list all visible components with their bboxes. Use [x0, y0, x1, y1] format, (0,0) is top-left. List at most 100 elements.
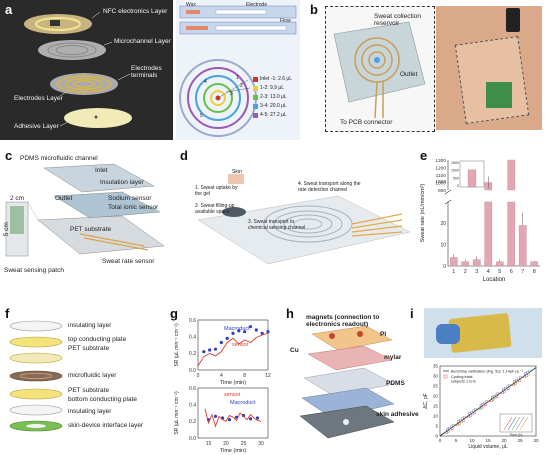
i-trial-marker: [467, 415, 470, 418]
e-bar: [472, 259, 481, 267]
i-trial-marker: [505, 388, 508, 392]
g-macroduct-point: [248, 325, 253, 329]
e-category-label: 1: [452, 269, 455, 275]
g-frame: [197, 387, 269, 439]
pi-label: PI: [380, 331, 387, 338]
sweat-sensing-patch-label: Sweat sensing patch: [4, 267, 64, 274]
g-frame: [197, 319, 269, 371]
e-category-label: 3: [475, 269, 478, 275]
g-ytick-label: 0.0: [189, 368, 196, 374]
adhesive-layer-label: Adhesive Layer: [14, 123, 59, 130]
g-xtick-label: 8: [243, 373, 246, 379]
g-macroduct-point: [227, 418, 232, 422]
i-trial-marker: [512, 383, 515, 386]
i-trial-marker: [484, 403, 487, 406]
i-xtick-label: 0: [439, 438, 442, 443]
e-upper-tick-label: 900: [438, 188, 446, 194]
marker-2: 2: [240, 83, 243, 89]
g-macroduct-point: [237, 329, 241, 333]
i-xlabel: Liquid volume, μL: [468, 444, 508, 450]
marker-4: 4: [204, 79, 207, 85]
i-trial-marker: [462, 419, 465, 422]
i-ytick-label: 20: [433, 394, 439, 399]
panel-label-d: d: [180, 148, 188, 163]
legend-swatch-2-3: [253, 95, 258, 100]
mylar-label: mylar: [384, 354, 402, 361]
e-category-label: 7: [521, 269, 524, 275]
i-trial-marker: [519, 376, 522, 379]
g-series-label: Macroduct: [224, 326, 250, 332]
step-1-label: 1. Sweat uptake by the gel: [195, 185, 238, 197]
e-bar: [495, 261, 504, 267]
i-inset-trace: [515, 416, 525, 431]
i-trial-marker: [460, 420, 463, 424]
step-3-label: 3. Sweat transport to chemical sensing c…: [248, 219, 306, 231]
i-trial-marker: [503, 390, 506, 393]
sweat-patch-exploded-diagram: [5, 163, 165, 257]
e-bar: [484, 201, 493, 267]
i-trial-marker: [485, 400, 488, 403]
ionic-sensor-label: Total ionic sensor: [108, 204, 159, 211]
g-macroduct-point: [219, 340, 223, 345]
i-ytick-label: 15: [433, 404, 439, 409]
i-trial-marker: [489, 399, 493, 402]
legend-3-4: 3-4: 20.0 μL: [260, 103, 287, 109]
microchannel-layer-label: Microchannel Layer: [114, 38, 171, 45]
i-ytick-label: 30: [433, 374, 439, 379]
marker-1: 1: [236, 75, 239, 81]
g-ytick-label: 0.4: [189, 402, 196, 408]
panel-a-stack-illustration: [24, 11, 132, 128]
e-upper-tick-label: 1100: [436, 173, 447, 179]
h-layer-stack: [299, 325, 395, 439]
legend-inlet: Inlet -1: 2.6 μL: [260, 76, 293, 82]
i-legend-marker: [443, 374, 448, 379]
e-upper-tick-label: 1300: [435, 158, 446, 164]
nfc-layer-label: NFC electronics Layer: [103, 8, 168, 15]
i-trial-marker: [480, 406, 484, 409]
i-trial-marker: [507, 384, 511, 387]
i-ytick-label: 10: [433, 414, 439, 419]
f-layer-2: top conducting plate: [68, 336, 127, 343]
legend-4-5: 4-5: 27.2 μL: [260, 112, 287, 118]
e-lower-tick-label: 20: [440, 221, 446, 227]
e-bar: [507, 201, 516, 267]
g-xlabel: Time (min): [220, 380, 246, 386]
i-trial-marker: [451, 424, 455, 427]
electrode-terminals-label: Electrodes terminals: [131, 65, 162, 79]
f-layer-4: microfluidic layer: [68, 372, 117, 379]
i-trial-marker: [474, 408, 477, 411]
g-macroduct-point: [225, 336, 229, 340]
g-xtick-label: 20: [223, 441, 229, 447]
g-ytick-label: 0.6: [189, 386, 196, 392]
i-trial-marker: [482, 404, 486, 408]
panel-label-i: i: [410, 306, 414, 321]
i-trial-marker: [495, 395, 499, 398]
i-ytick-label: 0: [435, 434, 438, 439]
i-trial-marker: [516, 380, 519, 384]
e-bar: [449, 257, 458, 267]
g-series-label: sensor: [232, 342, 249, 348]
i-inset-trace: [511, 416, 521, 431]
i-legend-subjects: subjects 1 to 8: [451, 380, 475, 384]
g-macroduct-point: [266, 330, 270, 334]
schematic-electrode-label: Electrode: [246, 2, 268, 8]
step-2-label: 2. Sweat filling-up available space: [195, 203, 235, 215]
g-ytick-label: 0.0: [189, 436, 196, 442]
i-ytick-label: 5: [435, 424, 438, 429]
e-bar-upper: [507, 159, 516, 191]
g-macroduct-point: [231, 331, 235, 335]
panel-label-h: h: [286, 306, 294, 321]
i-xtick-label: 15: [485, 438, 491, 443]
skin-label: Skin: [232, 169, 242, 175]
g-macroduct-point: [208, 348, 212, 352]
legend-swatch-3-4: [253, 104, 258, 109]
i-trial-marker: [456, 423, 459, 426]
g-macroduct-point: [213, 347, 218, 351]
schematic-flow-label: Flow: [280, 18, 291, 24]
i-xtick-label: 10: [469, 438, 475, 443]
g-xtick-label: 0: [197, 373, 200, 379]
i-trial-marker: [463, 416, 466, 419]
